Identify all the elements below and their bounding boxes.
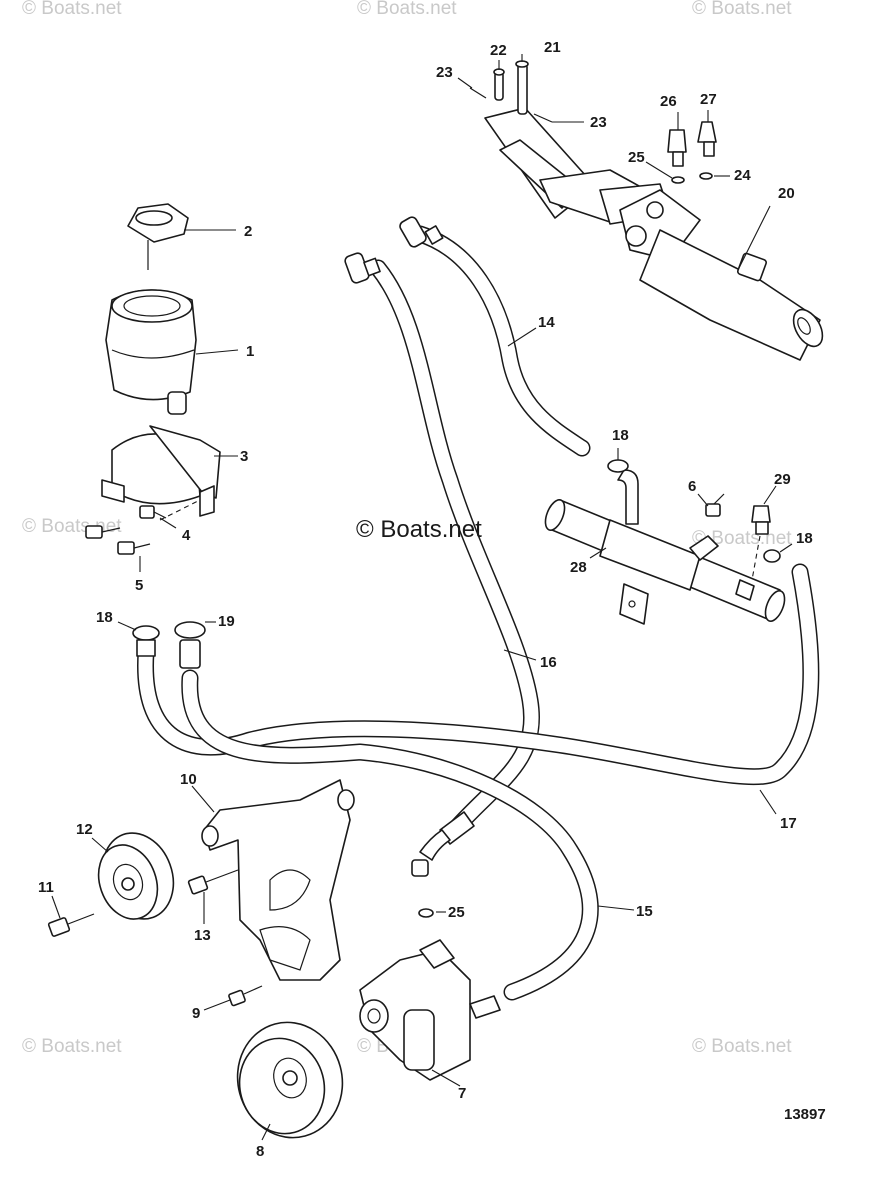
cotter-pin-23-left[interactable] [469,87,487,99]
watermark: © Boats.net [692,0,792,19]
callout-23-left: 23 [436,64,453,81]
reservoir-cap-2[interactable] [127,203,189,270]
callout-22: 22 [490,42,507,59]
callout-2: 2 [244,223,252,240]
callout-14: 14 [538,314,555,331]
hose-clamp-18-right[interactable] [763,549,781,563]
watermark: © Boats.net [692,1036,792,1057]
screw-4-b[interactable] [139,505,167,519]
callout-19: 19 [218,613,235,630]
callout-24: 24 [734,167,751,184]
fitting-27[interactable] [697,121,717,157]
callout-29: 29 [774,471,791,488]
screw-6[interactable] [705,493,725,517]
figure-number: 13897 [784,1106,826,1123]
hose-14-elbow-fitting [399,216,444,248]
watermark: © Boats.net [357,0,457,19]
cotter-pin-23-right[interactable] [533,113,553,123]
steering-cylinder-20[interactable] [484,107,828,361]
callout-6: 6 [688,478,696,495]
callout-10: 10 [180,771,197,788]
power-steering-pump-7[interactable] [359,939,501,1081]
o-ring-24[interactable] [699,172,713,180]
callout-21: 21 [544,39,561,56]
callout-28: 28 [570,559,587,576]
callout-7: 7 [458,1085,466,1102]
hose-16[interactable] [369,259,540,835]
callout-12: 12 [76,821,93,838]
reservoir-bracket-3[interactable] [101,425,221,517]
hose-15[interactable] [181,669,599,1001]
callout-18-top: 18 [612,427,629,444]
hose-clamp-18-left[interactable] [132,625,160,657]
watermark: © Boats.net [22,1036,122,1057]
hose-16-elbow-fitting [344,252,381,284]
callout-18-left: 18 [96,609,113,626]
reservoir-1[interactable] [105,289,197,415]
hose-clamp-18-top[interactable] [607,459,629,473]
sender-dashed-line [751,535,761,581]
assembly-dashed-line [159,499,201,521]
hose-14[interactable] [411,225,591,457]
callout-23-right: 23 [590,114,607,131]
pump-bracket-10[interactable] [201,779,355,981]
callout-16: 16 [540,654,557,671]
callout-18-right: 18 [796,530,813,547]
callout-20: 20 [778,185,795,202]
idler-pulley-12[interactable] [89,823,185,929]
callout-13: 13 [194,927,211,944]
hose-16-pump-fitting [411,811,475,877]
hose-clamp-19[interactable] [174,621,206,669]
bolt-13[interactable] [187,869,239,895]
pin-22[interactable] [493,68,505,101]
callout-15: 15 [636,903,653,920]
leader-lines [51,54,793,1141]
pin-21[interactable] [515,60,529,115]
screw-5[interactable] [117,541,151,555]
callout-1: 1 [246,343,254,360]
callout-11: 11 [38,879,54,896]
hose-17[interactable] [137,563,820,786]
fitting-26[interactable] [667,129,687,167]
bolt-11[interactable] [47,913,95,937]
drive-pulley-8[interactable] [225,1011,355,1150]
fluid-cooler-28[interactable] [542,469,789,625]
callout-26: 26 [660,93,677,110]
callout-25-top: 25 [628,149,645,166]
temperature-sender-29[interactable] [751,505,771,535]
callout-17: 17 [780,815,797,832]
callout-8: 8 [256,1143,264,1160]
callout-9: 9 [192,1005,200,1022]
callout-25-bottom: 25 [448,904,465,921]
center-watermark: © Boats.net [356,516,482,543]
callout-27: 27 [700,91,717,108]
o-ring-25-bottom[interactable] [418,908,434,918]
watermark: © Boats.net [22,0,122,19]
bolt-9[interactable] [228,985,263,1007]
callout-4: 4 [182,527,191,544]
o-ring-25-top[interactable] [671,176,685,184]
callout-3: 3 [240,448,248,465]
screw-4-a[interactable] [85,525,121,539]
callout-5: 5 [135,577,143,594]
